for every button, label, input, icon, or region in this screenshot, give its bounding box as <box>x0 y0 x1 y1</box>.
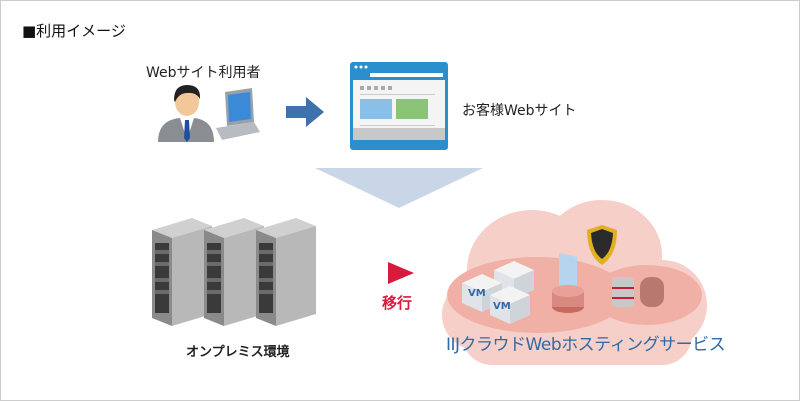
section-title: ■利用イメージ <box>22 22 126 40</box>
user-label: Webサイト利用者 <box>146 65 261 81</box>
play-arrow-icon <box>388 262 414 284</box>
vm-label-1: VM <box>468 288 486 299</box>
user-with-laptop-icon <box>158 85 260 142</box>
onprem-label: オンプレミス環境 <box>186 345 290 360</box>
website-label: お客様Webサイト <box>462 103 577 119</box>
down-arrow-icon <box>315 168 483 208</box>
cloud-icon <box>442 200 707 365</box>
cloud-service-label: IIJクラウドWebホスティングサービス <box>446 335 726 355</box>
browser-window-icon <box>350 62 448 150</box>
vm-label-2: VM <box>493 301 511 312</box>
server-racks-icon <box>152 218 316 326</box>
right-arrow-icon <box>286 97 324 127</box>
migration-label: 移行 <box>382 294 413 312</box>
